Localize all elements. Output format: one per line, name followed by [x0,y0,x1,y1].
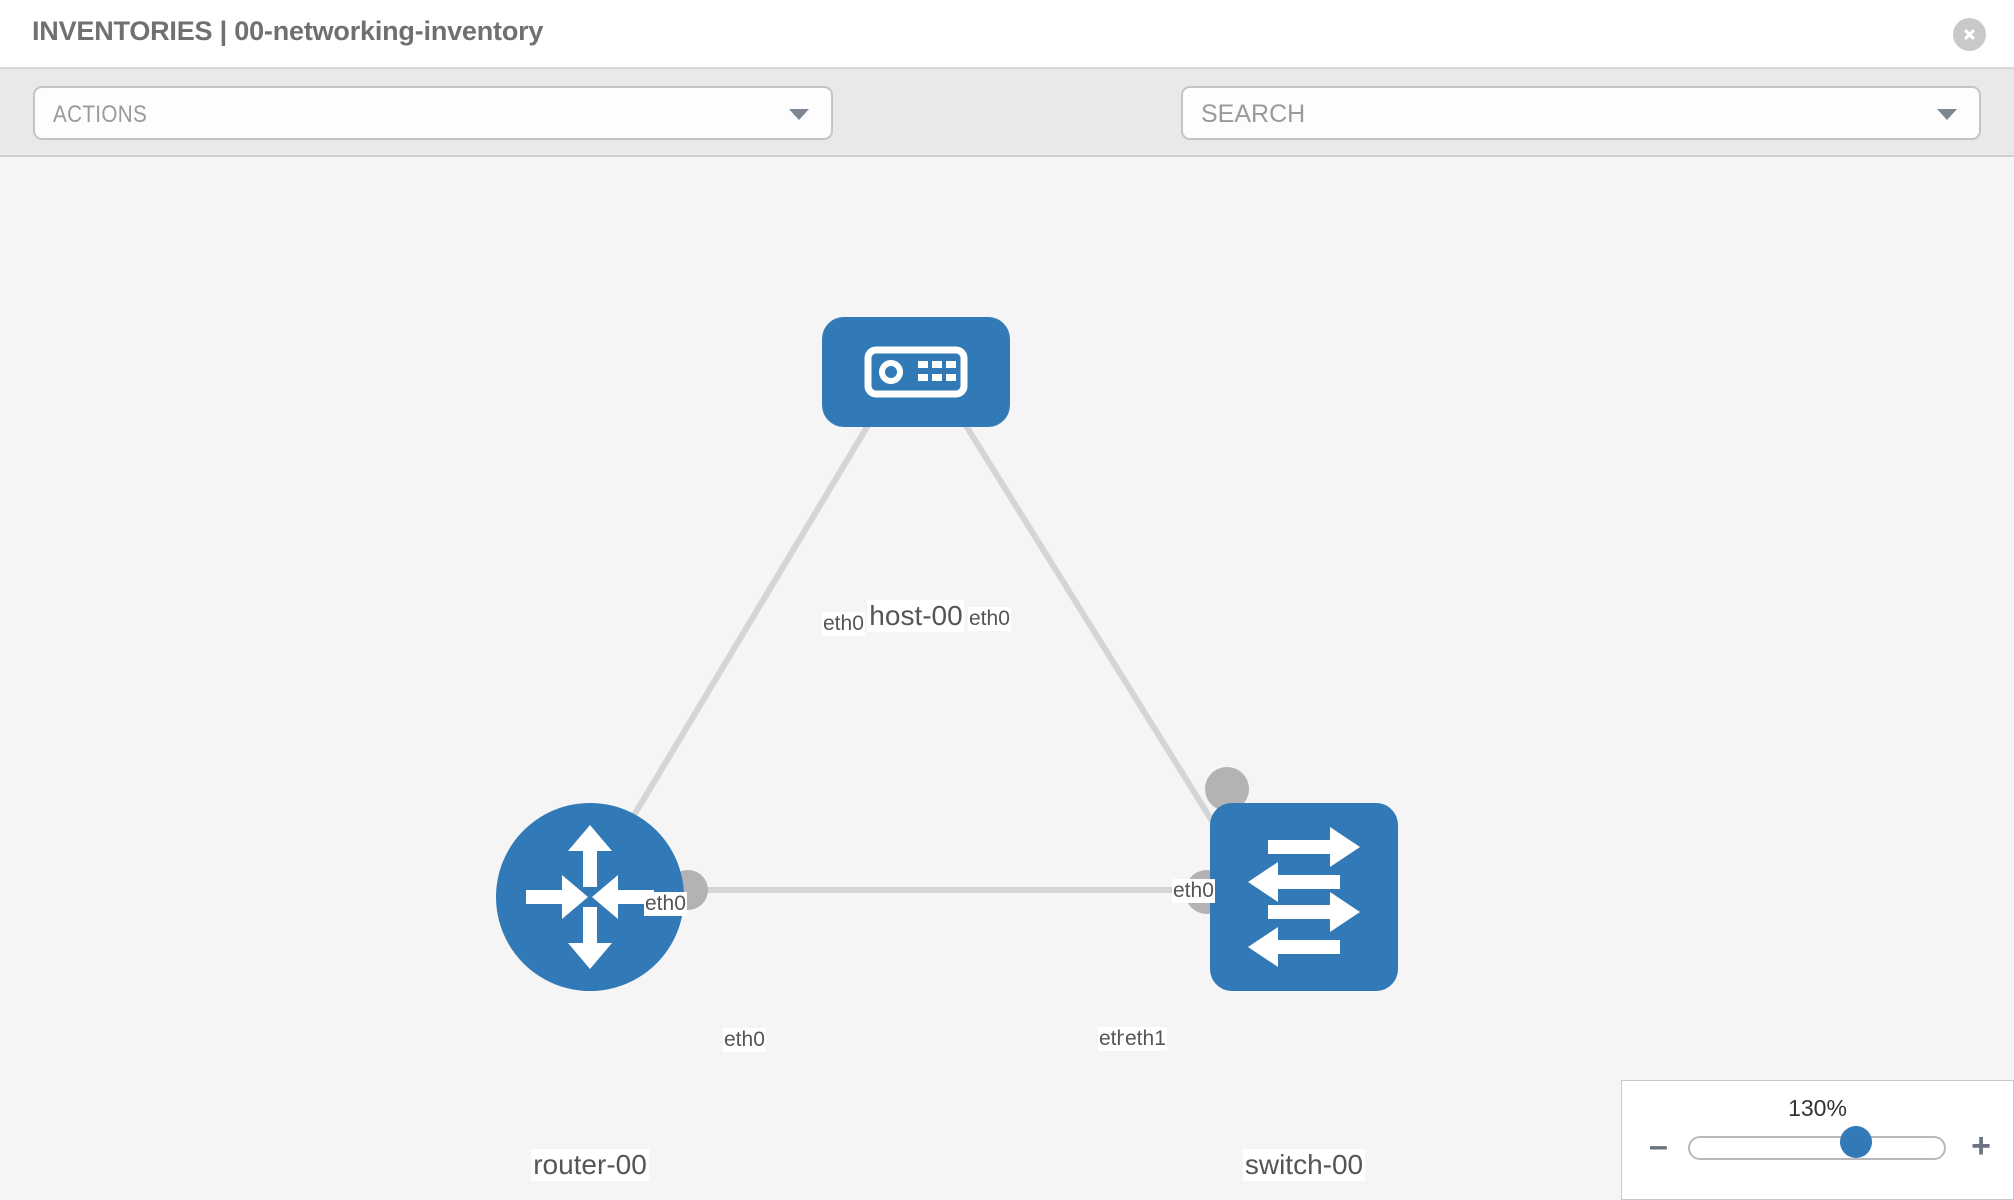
close-icon[interactable] [1953,18,1986,51]
server-icon [864,346,968,398]
zoom-level-label: 130% [1788,1095,1847,1121]
port-label-host-left: eth0 [822,612,865,636]
port-label-router-up: eth0 [644,892,687,916]
link-host-switch [942,390,1245,871]
link-host-router [597,390,891,874]
topology-canvas[interactable]: host-00 eth0 eth0 router-00 eth0 eth0 [0,157,2014,1200]
port-label-host-right: eth0 [968,607,1011,631]
chevron-down-icon [789,109,809,120]
search-placeholder: SEARCH [1201,100,1306,128]
port-label-switch-up: eth0 [1172,879,1215,903]
zoom-slider-thumb[interactable] [1840,1126,1872,1158]
switch-arrows-icon [1248,827,1360,967]
actions-dropdown[interactable]: ACTIONS [33,86,833,140]
zoom-out-button[interactable]: – [1649,1127,1668,1165]
node-switch-00[interactable] [1210,803,1398,991]
actions-dropdown-label: ACTIONS [53,101,148,128]
node-host-00[interactable] [822,317,1010,427]
port-label-switch-left: eth1 [1124,1027,1167,1051]
page-title: INVENTORIES | 00-networking-inventory [32,16,544,46]
node-label-host-00: host-00 [867,600,965,632]
port-label-router-right: eth0 [723,1028,766,1052]
node-label-switch-00: switch-00 [1242,1149,1366,1181]
node-label-router-00: router-00 [531,1149,649,1181]
router-arrows-icon [526,825,654,969]
search-input[interactable]: SEARCH [1181,86,1981,140]
chevron-down-icon [1937,109,1957,120]
zoom-in-button[interactable]: + [1971,1127,1991,1165]
zoom-slider-track[interactable] [1688,1136,1946,1160]
topology-links [597,390,1245,893]
zoom-control-panel: 130% – + [1621,1080,2014,1200]
toolbar: ACTIONS SEARCH [0,69,2014,197]
page-header: INVENTORIES | 00-networking-inventory [0,0,2014,69]
